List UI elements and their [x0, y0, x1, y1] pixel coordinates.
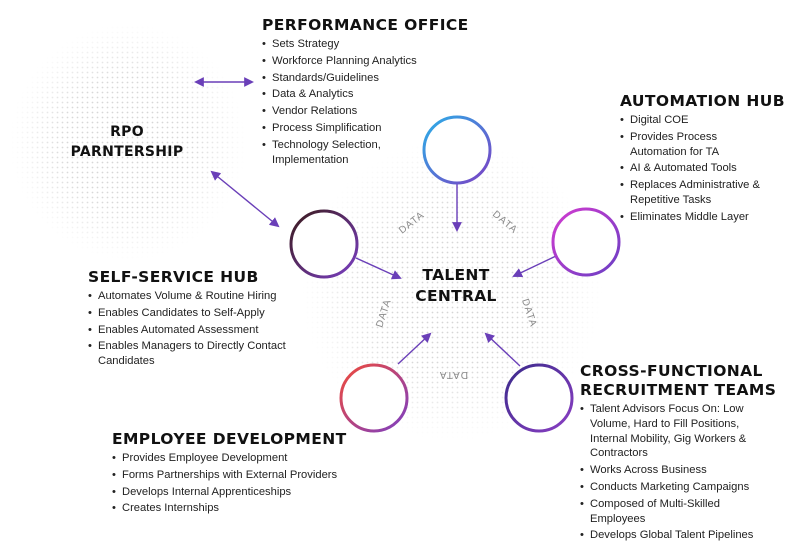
list-item: Conducts Marketing Campaigns [580, 480, 800, 495]
automation-hub-title: AUTOMATION HUB [620, 92, 785, 110]
arrow-employee-center [397, 332, 432, 365]
rpo-partnership-label: RPO PARNTERSHIP [62, 122, 192, 162]
list-item: Provides Employee Development [112, 451, 392, 466]
automation-hub-list: Digital COE Provides Process Automation … [620, 113, 800, 225]
self-service-hub-list: Automates Volume & Routine Hiring Enable… [88, 289, 318, 369]
arrow-magenta-center [512, 255, 557, 278]
talent-central-label: TALENT CENTRAL [400, 265, 512, 307]
list-item: Sets Strategy [262, 37, 482, 52]
list-item: Enables Automated Assessment [88, 323, 318, 338]
list-item: Process Simplification [262, 121, 482, 136]
list-item: Talent Advisors Focus On: Low Volume, Ha… [580, 402, 765, 461]
list-item: Technology Selection, Implementation [262, 138, 412, 168]
list-item: Forms Partnerships with External Provide… [112, 468, 392, 483]
arrow-crossfunctional-center [484, 332, 521, 367]
ring-right [551, 207, 621, 277]
list-item: Works Across Business [580, 463, 800, 478]
self-service-hub-block: SELF-SERVICE HUB Automates Volume & Rout… [88, 268, 318, 371]
list-item: Replaces Administrative & Repetitive Tas… [620, 178, 780, 208]
employee-development-list: Provides Employee Development Forms Part… [112, 451, 392, 516]
talent-central-line1: TALENT [422, 266, 490, 284]
rpo-dotted-disc [10, 24, 246, 260]
list-item: Data & Analytics [262, 87, 482, 102]
arrow-rpo-selfservice [210, 170, 280, 228]
list-item: Composed of Multi-Skilled Employees [580, 497, 765, 527]
employee-development-block: EMPLOYEE DEVELOPMENT Provides Employee D… [112, 430, 392, 518]
list-item: Automates Volume & Routine Hiring [88, 289, 318, 304]
self-service-hub-title: SELF-SERVICE HUB [88, 268, 259, 286]
list-item: Eliminates Middle Layer [620, 210, 800, 225]
ring-self-service [289, 209, 359, 279]
list-item: Vendor Relations [262, 104, 482, 119]
employee-development-title: EMPLOYEE DEVELOPMENT [112, 430, 347, 448]
cross-functional-title-line1: CROSS-FUNCTIONAL [580, 362, 763, 380]
ring-employee-development [339, 363, 409, 433]
list-item: Provides Process Automation for TA [620, 130, 750, 160]
arrow-selfservice-center [355, 257, 402, 280]
list-item: AI & Automated Tools [620, 161, 800, 176]
data-label-bottom: DATA [439, 369, 468, 380]
list-item: Enables Candidates to Self-Apply [88, 306, 318, 321]
list-item: Standards/Guidelines [262, 71, 482, 86]
list-item: Digital COE [620, 113, 800, 128]
automation-hub-block: AUTOMATION HUB Digital COE Provides Proc… [620, 92, 800, 227]
list-item: Enables Managers to Directly Contact Can… [88, 339, 288, 369]
performance-office-list: Sets Strategy Workforce Planning Analyti… [262, 37, 482, 167]
performance-office-title: PERFORMANCE OFFICE [262, 16, 469, 34]
talent-central-line2: CENTRAL [415, 287, 497, 305]
cross-functional-block: CROSS-FUNCTIONAL RECRUITMENT TEAMS Talen… [580, 362, 800, 545]
cross-functional-list: Talent Advisors Focus On: Low Volume, Ha… [580, 402, 800, 543]
cross-functional-title-line2: RECRUITMENT TEAMS [580, 381, 777, 399]
rpo-line1: RPO [110, 124, 144, 140]
list-item: Workforce Planning Analytics [262, 54, 482, 69]
cross-functional-title: CROSS-FUNCTIONAL RECRUITMENT TEAMS [580, 362, 800, 400]
list-item: Develops Internal Apprenticeships [112, 485, 392, 500]
performance-office-block: PERFORMANCE OFFICE Sets Strategy Workfor… [262, 16, 482, 169]
rpo-line2: PARNTERSHIP [70, 144, 184, 160]
ring-cross-functional [504, 363, 574, 433]
list-item: Develops Global Talent Pipelines [580, 528, 800, 543]
list-item: Creates Internships [112, 501, 392, 516]
